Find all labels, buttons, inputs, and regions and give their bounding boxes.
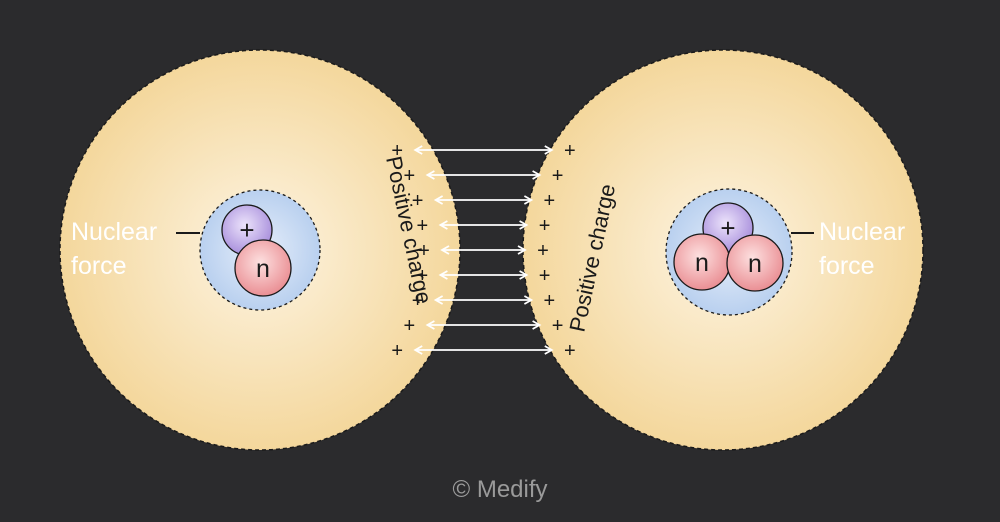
left-nuclear-force-label-line1: Nuclear [71,218,158,246]
right-neutron-right [726,234,784,292]
left-charge-symbol: + [417,215,429,237]
right-charge-symbol: + [564,140,576,162]
right-charge-symbol: + [544,190,556,212]
left-charge-symbol: + [418,240,430,262]
right-nuclear-force-label-line1: Nuclear [819,218,906,246]
right-charge-symbol: + [552,315,564,337]
repulsion-arrows [413,145,554,355]
right-charge-symbol: + [544,290,556,312]
copyright-text: © Medify [452,476,548,503]
left-neutron [234,239,292,297]
right-charge-symbol: + [539,265,551,287]
left-charge-symbol: + [404,315,416,337]
left-charge-symbol: + [412,190,424,212]
left-charge-symbol: + [391,140,403,162]
right-charge-symbol: + [564,340,576,362]
left-charge-symbol: + [412,290,424,312]
left-charge-symbol: + [417,265,429,287]
right-charge-symbol: + [552,165,564,187]
right-charge-symbol: + [537,240,549,262]
left-proton-symbol: + [239,215,254,245]
right-proton-symbol: + [720,213,735,243]
right-nuclear-force-label-line2: force [819,252,875,280]
left-charge-symbol: + [391,340,403,362]
right-neutron-right-symbol: n [748,250,762,278]
right-charge-symbol: + [539,215,551,237]
right-neutron-left-symbol: n [695,249,709,277]
left-nuclear-force-label-line2: force [71,252,127,280]
left-charge-symbol: + [404,165,416,187]
left-neutron-symbol: n [256,255,270,283]
charge-symbols: ++++++++++++++++++ [391,140,575,362]
